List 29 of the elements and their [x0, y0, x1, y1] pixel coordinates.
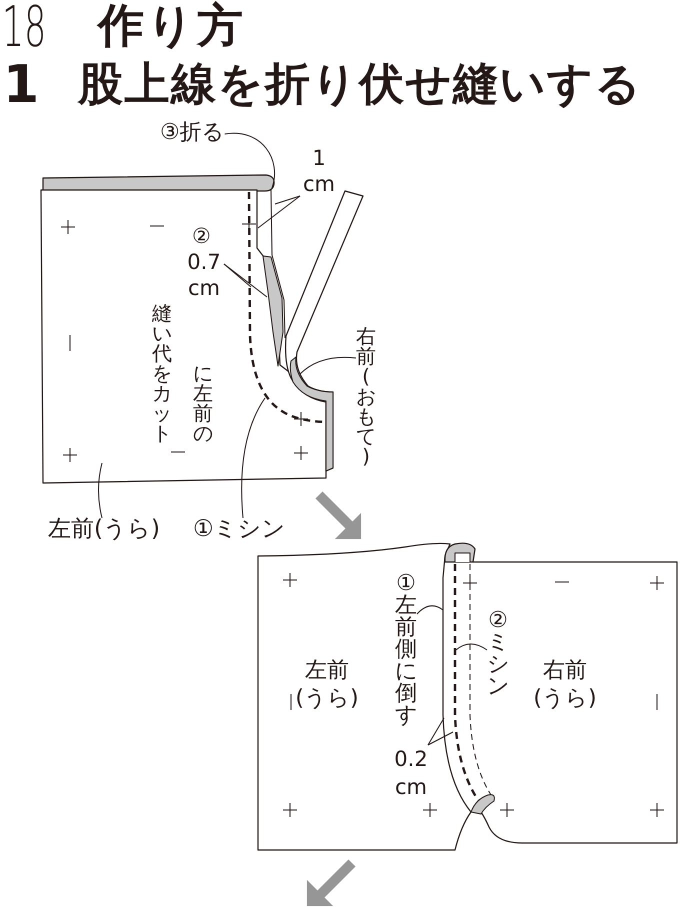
callout-text: ①左前側に倒す [395, 573, 417, 727]
part-label: 右前(おもて) [356, 326, 376, 466]
leader-line [98, 462, 102, 518]
leader-line [274, 196, 300, 204]
part-label: 左前(うら) [294, 657, 360, 713]
part-label: 左前(うら) [48, 518, 160, 541]
leader-line [300, 356, 356, 374]
leader-line [224, 264, 252, 288]
callout-number: ② [192, 226, 211, 247]
leader-line [224, 264, 268, 298]
callout-text: ②ミシン [487, 610, 509, 698]
leader-line [224, 132, 276, 188]
leader-line [428, 718, 444, 746]
callout-text: ③折る [160, 122, 225, 144]
leader-line [416, 605, 444, 614]
leader-line [456, 644, 488, 650]
step-heading: 股上線を折り伏せ縫いする [78, 61, 642, 106]
leader-line [258, 196, 300, 228]
callout-text: ①ミシン [193, 518, 286, 541]
measurement-label: 0.2 cm [391, 745, 431, 801]
heading: 作り方 [98, 2, 246, 48]
leader-line [241, 398, 266, 518]
measurement-label: 0.7 cm [186, 249, 222, 301]
part-label: 右前(うら) [532, 657, 598, 713]
callout-text: に左前の縫い代をカット [152, 303, 213, 444]
chapter-number: 18 [2, 0, 46, 56]
step-number: 1 [3, 59, 40, 111]
leader-line [428, 732, 454, 746]
measurement-label: 1 cm [300, 145, 338, 197]
